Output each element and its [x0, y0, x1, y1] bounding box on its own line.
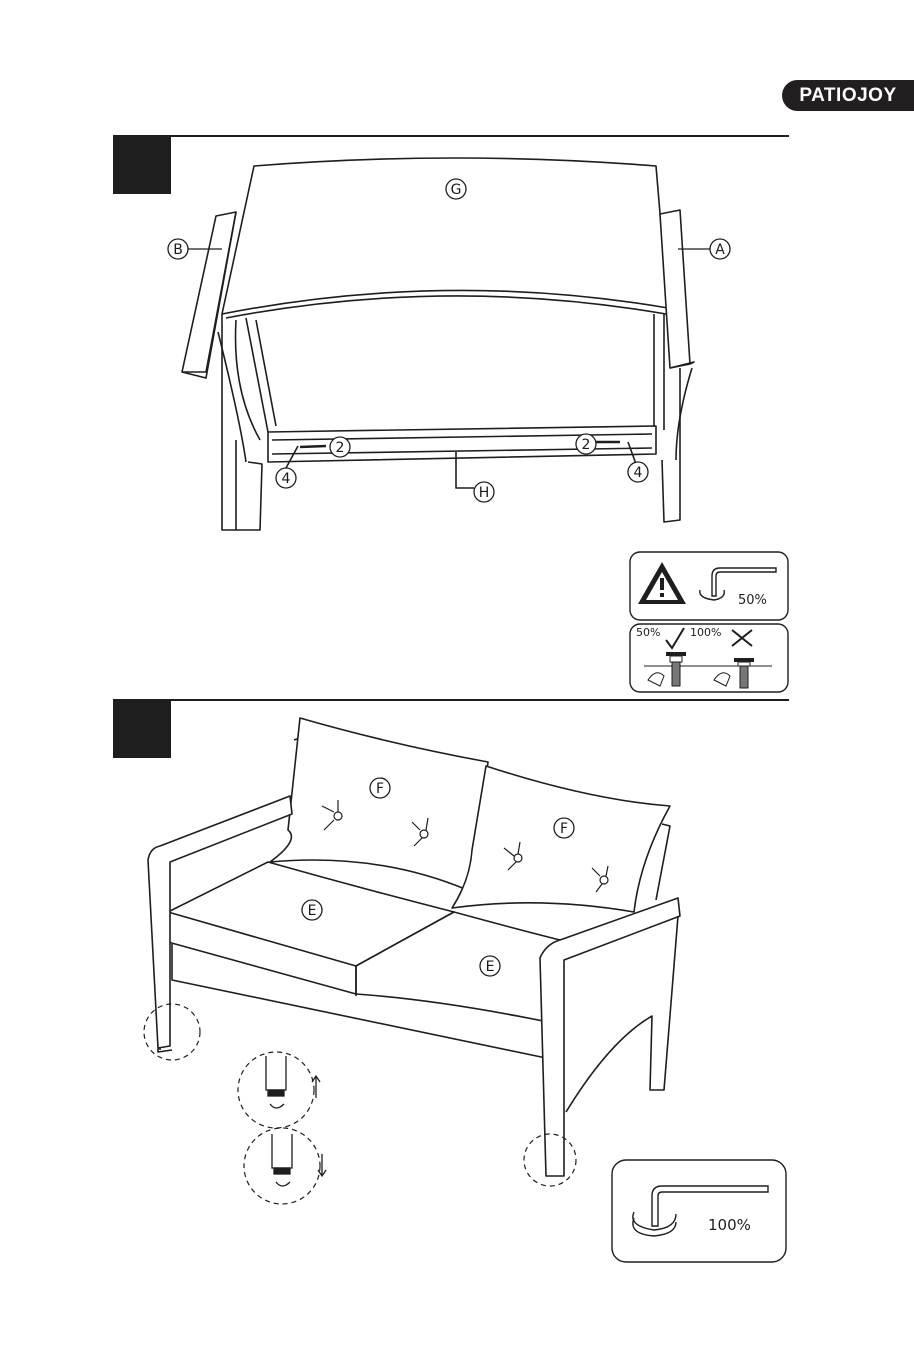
tip-bad-percent: 100%	[690, 626, 721, 639]
part-label-e-right: E	[486, 959, 495, 975]
step-2-diagram	[148, 718, 680, 1176]
tip-tighten-50-text: 50%	[738, 593, 767, 608]
hardware-label-washer-left: 4	[282, 471, 291, 487]
part-label-g: G	[451, 182, 462, 198]
tip-tighten-50	[630, 552, 788, 620]
tip-tighten-100	[612, 1160, 786, 1262]
part-label-a: A	[715, 242, 725, 258]
part-label-h: H	[479, 485, 490, 501]
part-label-f-right: F	[560, 821, 568, 837]
part-label-e-left: E	[308, 903, 317, 919]
tip-ok-percent: 50%	[636, 626, 660, 639]
rotate-icon	[270, 1104, 284, 1108]
tip-tighten-100-text: 100%	[708, 1216, 751, 1234]
hardware-label-washer-right: 4	[634, 465, 643, 481]
part-label-b: B	[173, 242, 183, 258]
part-label-f-left: F	[376, 781, 384, 797]
hardware-label-bolt-left: 2	[336, 440, 345, 456]
hardware-label-bolt-right: 2	[582, 437, 591, 453]
